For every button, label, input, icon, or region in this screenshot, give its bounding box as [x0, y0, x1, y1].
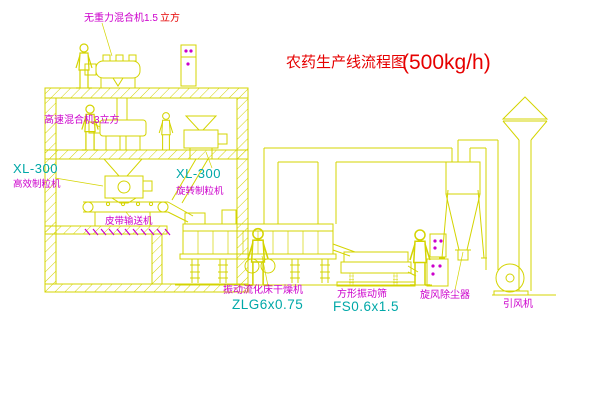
- worker-figures: [75, 43, 431, 286]
- label-belt-conveyor: 皮带输送机: [105, 215, 153, 227]
- label-high-speed-mixer: 高速混合机3立方: [44, 113, 120, 126]
- cyclone-drawing: [439, 161, 487, 261]
- building-structure: [44, 87, 249, 293]
- label-granulator-left: 高效制粒机: [13, 178, 61, 190]
- label-cyclone: 旋风除尘器: [420, 288, 470, 301]
- control-cabinet-right: [426, 233, 449, 287]
- label-dryer-model: ZLG6x0.75: [232, 297, 303, 312]
- label-screen-model: FS0.6x1.5: [333, 299, 399, 314]
- mixer-top-drawing: [84, 54, 141, 89]
- diagram-title: 农药生产线流程图: [286, 54, 406, 71]
- belt-conveyor-drawing: [82, 201, 194, 226]
- label-granulator-right-model: XL-300: [176, 166, 221, 181]
- floor-hatch-marks: [84, 228, 171, 236]
- label-mixer-top: 无重力混合机1.5: [84, 11, 158, 24]
- label-granulator-left-model: XL-300: [13, 161, 58, 176]
- fan-drawing: [493, 263, 529, 296]
- worker-icon: [81, 104, 99, 151]
- stack-drawing: [501, 96, 549, 291]
- exhaust-duct-drawing: [263, 139, 499, 270]
- label-granulator-right: 旋转制粒机: [176, 185, 224, 197]
- granulator-left-drawing: [104, 175, 153, 204]
- label-dryer: 振动流化床干燥机: [223, 283, 303, 296]
- label-fan: 引风机: [503, 297, 533, 310]
- label-mixer-top-unit: 立方: [160, 11, 180, 24]
- label-leader-lines: [54, 22, 464, 291]
- worker-icon: [158, 112, 174, 151]
- label-screen: 方形振动筛: [337, 287, 387, 300]
- dryer-drawing: [179, 209, 337, 284]
- worker-icon: [75, 43, 93, 89]
- high-speed-mixer-drawing: [88, 98, 147, 177]
- granulator-right-drawing: [171, 115, 228, 204]
- screen-drawing: [332, 243, 419, 287]
- control-cabinet-top: [180, 44, 197, 87]
- diagram-title-capacity: (500kg/h): [402, 51, 491, 74]
